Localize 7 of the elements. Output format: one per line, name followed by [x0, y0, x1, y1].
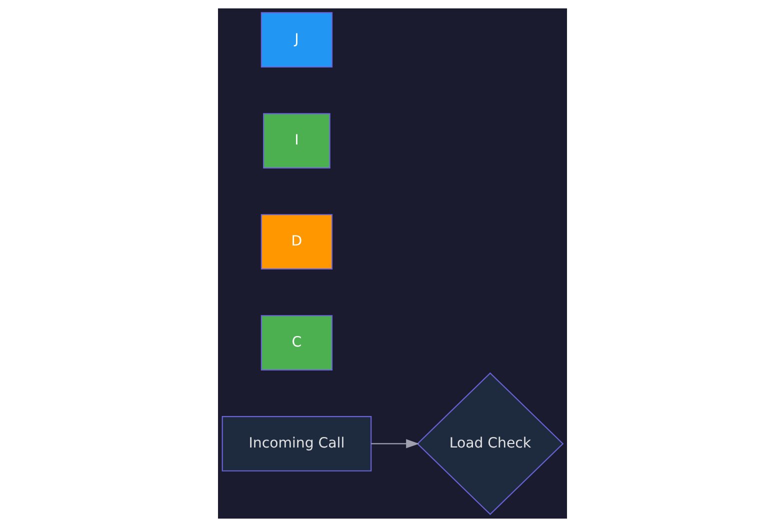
node-box: Incoming Call: [221, 416, 372, 472]
node-diamond: Load Check: [416, 372, 564, 516]
node-box: D: [260, 214, 332, 270]
arrow: [370, 439, 419, 448]
node-box: J: [260, 12, 332, 68]
node-box: I: [262, 113, 330, 168]
node-box: C: [260, 315, 332, 370]
